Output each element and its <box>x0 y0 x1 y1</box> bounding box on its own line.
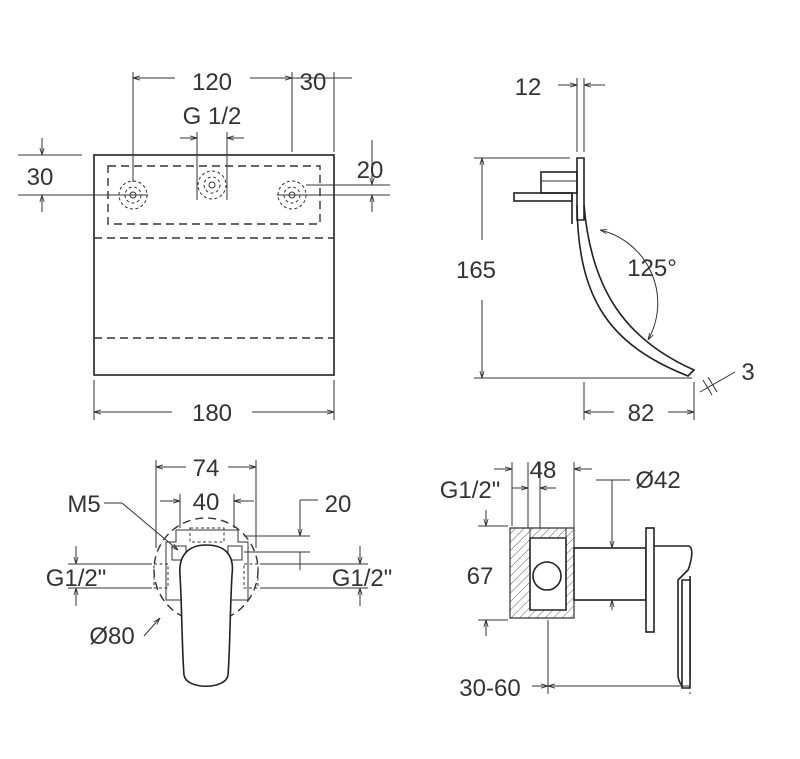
label-sleeve-diameter: Ø42 <box>635 467 680 494</box>
front-view: 120 30 G 1/2 30 20 180 <box>18 69 390 427</box>
dim-width: 180 <box>192 400 232 427</box>
label-screw: M5 <box>67 491 100 518</box>
label-thread-left: G1/2" <box>46 565 107 592</box>
dim-outlet-height: 20 <box>357 157 384 184</box>
dim-projection: 82 <box>628 400 655 427</box>
label-thread-right: G1/2" <box>332 565 393 592</box>
label-diameter: Ø80 <box>89 623 134 650</box>
valve-sleeve <box>573 547 647 601</box>
outlet-circle <box>532 561 562 591</box>
valve-side-view: G1/2" 48 Ø42 67 30-60 <box>440 457 693 702</box>
dim-height: 165 <box>456 257 496 284</box>
dim-body-width: 48 <box>530 457 557 484</box>
dim-angle: 125° <box>627 255 677 282</box>
valve-front-view: 74 40 M5 20 G1/2" G1/2" Ø80 <box>46 455 393 687</box>
angle-arc <box>600 230 659 340</box>
inlet-body <box>540 171 578 194</box>
dim-body-height: 67 <box>467 563 494 590</box>
dim-outlet-spacing: 120 <box>192 69 232 96</box>
dim-top-offset: 30 <box>27 164 54 191</box>
cartridge-top <box>529 527 567 539</box>
dim-width-inner: 40 <box>193 489 220 516</box>
handle-lever-side <box>681 579 691 689</box>
dim-lip-thickness: 3 <box>741 359 754 386</box>
right-inlet-dashed <box>243 563 259 589</box>
panel-outline <box>93 154 335 376</box>
dim-width-outer: 74 <box>193 455 220 482</box>
dim-plate-thickness: 12 <box>515 74 542 101</box>
left-inlet-dashed <box>153 563 169 589</box>
dim-side-offset: 30 <box>300 69 327 96</box>
inlet-pipe <box>513 192 573 202</box>
outlet-center <box>197 170 227 200</box>
label-thread-top: G1/2" <box>440 477 501 504</box>
wall-plate <box>576 157 585 221</box>
label-thread-g12: G 1/2 <box>183 103 242 130</box>
spout-curve <box>576 204 696 377</box>
cover-plate <box>645 527 655 633</box>
dim-offset: 20 <box>325 491 352 518</box>
side-view: 12 165 125° 82 3 <box>456 74 755 427</box>
outlet-right <box>277 180 307 210</box>
lever-handle <box>179 544 234 687</box>
outlet-left <box>118 180 148 210</box>
dim-install-depth: 30-60 <box>459 675 520 702</box>
top-inlet-dashed <box>189 527 225 543</box>
